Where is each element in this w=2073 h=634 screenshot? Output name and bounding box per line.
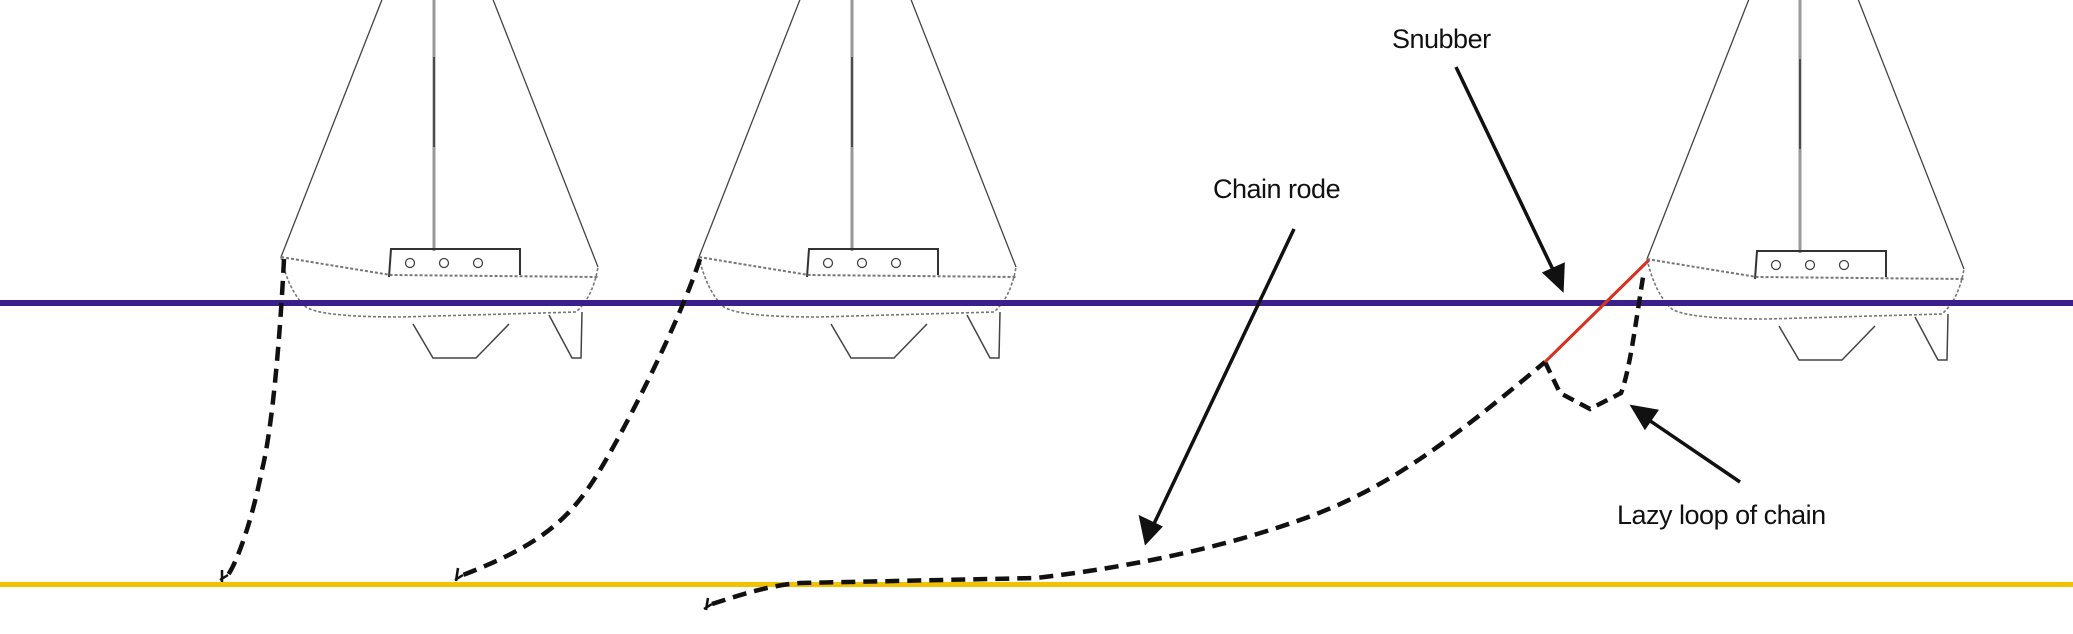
chain-rode-label: Chain rode [1213,174,1341,204]
lazy-loop-label: Lazy loop of chain [1617,500,1826,530]
snubber-label: Snubber [1392,24,1491,54]
arrowhead-icon [1541,262,1565,293]
anchor-icon [454,567,464,582]
arrowhead-icon [1629,404,1659,431]
lazy-loop-arrow [1642,414,1741,484]
water-surface-line [0,300,2073,306]
arrowhead-icon [1138,514,1163,546]
anchor-icon [219,570,229,582]
snubber-line [1543,258,1651,364]
seabed-line [0,582,2073,587]
snubber-arrow [1454,66,1558,277]
chain-rode-3 [711,360,1547,607]
lazy-loop-chain [1542,270,1647,412]
anchor-icon [703,597,713,611]
chain-rode-2 [462,258,703,578]
chain-rode-arrow [1150,228,1296,529]
chain-rode-1 [226,258,287,577]
